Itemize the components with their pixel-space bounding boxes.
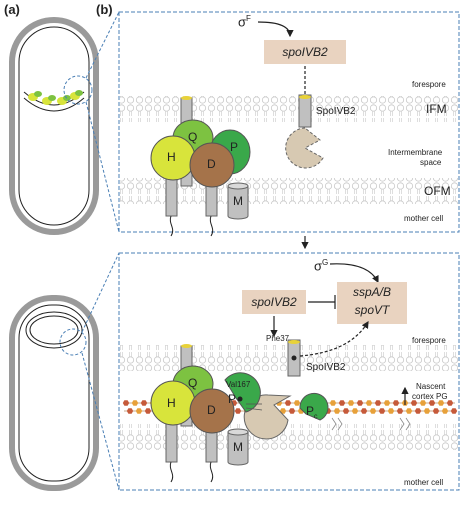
pg-hexagon	[365, 400, 373, 406]
pg-hexagon	[329, 400, 337, 406]
spoivb2-protease-top	[285, 127, 324, 169]
pg-hexagon	[414, 408, 422, 414]
label-intermembrane-1: Intermembrane	[388, 148, 443, 157]
spoivb2-tm	[298, 94, 312, 128]
pg-hexagon	[419, 400, 427, 406]
label-mother-cell-top: mother cell	[404, 214, 444, 223]
gene-box-top	[264, 40, 346, 64]
pg-hexagon	[374, 400, 382, 406]
pg-hexagon	[437, 400, 445, 406]
pg-hexagon	[338, 400, 346, 406]
complex-bottom	[150, 344, 261, 483]
label-mother-cell-bottom: mother cell	[404, 478, 444, 487]
pg-hexagon	[383, 400, 391, 406]
pg-crosslink	[399, 417, 411, 431]
pg-hexagon	[405, 408, 413, 414]
protein-d-top: D	[207, 157, 216, 171]
pg-hexagon	[428, 400, 436, 406]
target-label-2: spoVT	[354, 303, 390, 317]
pg-hexagon	[342, 408, 350, 414]
cell-top	[9, 17, 99, 235]
protein-m-top: M	[233, 194, 243, 208]
pg-hexagon	[450, 408, 458, 414]
pg-hexagon	[396, 408, 404, 414]
pg-hexagon	[234, 408, 242, 414]
pg-hexagon	[122, 400, 130, 406]
pg-hexagon	[410, 400, 418, 406]
label-phe37: Phe37	[266, 334, 290, 343]
label-forespore-bottom: forespore	[412, 336, 446, 345]
protein-h-bottom: H	[167, 396, 176, 410]
pg-hexagon	[131, 400, 139, 406]
cell-bottom	[9, 295, 99, 491]
protein-h-top: H	[167, 150, 176, 164]
panel-bottom-frame	[118, 252, 460, 491]
protein-d-bottom: D	[207, 403, 216, 417]
label-spoivb2-bottom: SpoIVB2	[306, 362, 346, 373]
pg-crosslink	[331, 417, 343, 431]
sigma-g: σG	[314, 258, 329, 274]
pg-hexagon	[293, 400, 301, 406]
label-ifm: IFM	[426, 102, 447, 116]
pg-hexagon	[288, 408, 296, 414]
label-nascent-1: Nascent	[416, 382, 446, 391]
pg-hexagon	[144, 408, 152, 414]
target-label-1: sspA/B	[352, 285, 391, 299]
pg-hexagon	[446, 400, 454, 406]
label-ofm: OFM	[424, 184, 451, 198]
pg-hexagon	[351, 408, 359, 414]
pg-hexagon	[392, 400, 400, 406]
pg-hexagon	[347, 400, 355, 406]
target-box	[337, 282, 407, 324]
pg-hexagon	[387, 408, 395, 414]
pg-hexagon	[333, 408, 341, 414]
pg-hexagon	[284, 400, 292, 406]
label-val167: Val167	[226, 380, 251, 389]
sigma-f: σF	[238, 14, 251, 30]
pg-hexagon	[378, 408, 386, 414]
pg-hexagon	[356, 400, 364, 406]
label-forespore-top: forespore	[412, 80, 446, 89]
protein-clusters	[28, 90, 83, 105]
pg-hexagon	[126, 408, 134, 414]
panel-label-b: (b)	[96, 2, 113, 17]
ifm-membrane	[120, 96, 458, 122]
pg-hexagon	[135, 408, 143, 414]
pc-fragment	[299, 392, 329, 421]
label-intermembrane-2: space	[420, 158, 442, 167]
pg-hexagon	[441, 408, 449, 414]
gene-box-bottom	[242, 290, 306, 314]
pg-hexagon	[140, 400, 148, 406]
panel-label-a: (a)	[4, 2, 20, 17]
complex-top	[150, 96, 251, 237]
protein-p-bottom: P	[228, 392, 237, 406]
pg-hexagon	[432, 408, 440, 414]
pg-hexagon	[423, 408, 431, 414]
protein-q-top: Q	[188, 130, 198, 144]
pg-hexagon	[369, 408, 377, 414]
pg-hexagon	[360, 408, 368, 414]
protein-pc: Pc	[306, 404, 318, 421]
protein-p-top: P	[230, 140, 239, 154]
gene-label-top: spoIVB2	[282, 45, 328, 59]
panel-top-frame	[118, 11, 460, 233]
label-spoivb2-top: SpoIVB2	[316, 106, 356, 117]
protein-q-bottom: Q	[188, 376, 198, 390]
label-nascent-2: cortex PG	[412, 392, 448, 401]
protein-m-bottom: M	[233, 440, 243, 454]
gene-label-bottom: spoIVB2	[251, 295, 297, 309]
